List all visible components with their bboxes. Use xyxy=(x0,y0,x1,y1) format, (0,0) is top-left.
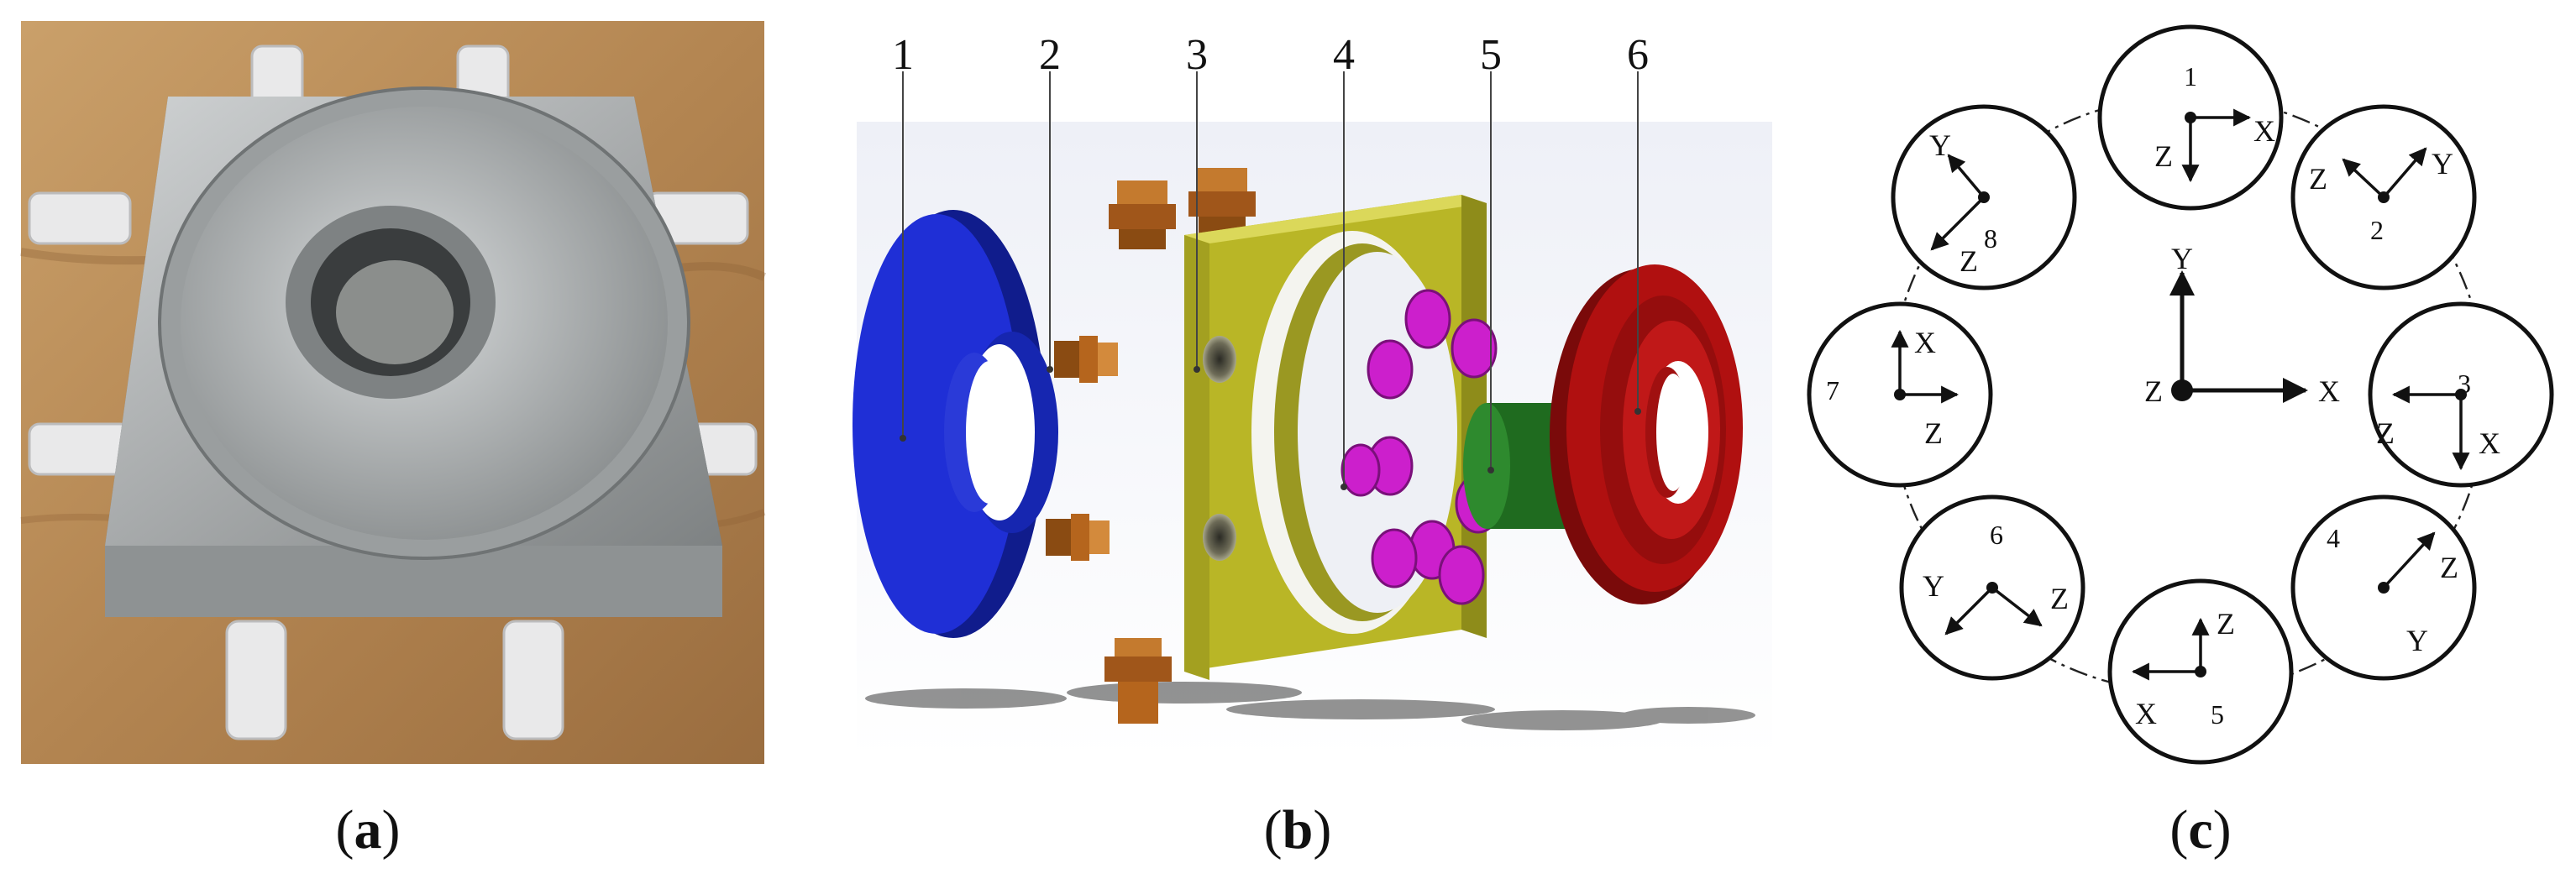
section-axis-arrow xyxy=(2342,158,2385,199)
section-6: Y Z 6 xyxy=(1899,494,2085,681)
center-x-label: X xyxy=(2318,374,2340,408)
section-axis-label: Z xyxy=(2440,551,2458,584)
section-axis-label: Y xyxy=(2432,147,2453,180)
section-origin-dot xyxy=(1894,389,1906,400)
caption-c: (c) xyxy=(2169,799,2231,860)
section-number: 4 xyxy=(2327,523,2340,553)
section-number: 8 xyxy=(1984,223,1997,254)
panel-a-photo xyxy=(20,21,767,764)
part-number-5: 5 xyxy=(1480,31,1502,79)
caption-a: (a) xyxy=(336,799,401,860)
section-axis-label: Z xyxy=(2309,162,2327,196)
panel-b-exploded-view: 1 2 3 4 5 6 xyxy=(853,31,1772,760)
leader-lines xyxy=(900,71,1641,490)
part-2-nozzles xyxy=(1046,168,1356,724)
part-number-2: 2 xyxy=(1039,31,1061,79)
section-8: Y Z8 xyxy=(1891,104,2077,290)
section-axis-arrow xyxy=(2382,147,2427,199)
part-number-4: 4 xyxy=(1333,31,1355,79)
caption-b: (b) xyxy=(1264,799,1332,860)
section-axis-label: Y xyxy=(1929,128,1951,162)
section-axis-label: X xyxy=(2479,426,2500,460)
section-axis-label: X xyxy=(1914,326,1936,359)
part-3-frame xyxy=(1184,195,1487,680)
section-origin-dot xyxy=(1978,191,1990,203)
section-7: X Z 7 xyxy=(1807,301,1993,488)
part-1-base-plate xyxy=(853,210,1058,638)
section-1: X Z 1 xyxy=(2097,24,2284,211)
section-axis-label: Z xyxy=(2217,607,2235,641)
center-z-label: Z xyxy=(2144,374,2163,408)
part-number-3: 3 xyxy=(1186,31,1208,79)
section-origin-dot xyxy=(2378,191,2390,203)
section-number: 7 xyxy=(1826,375,1839,405)
section-axis-label: Y xyxy=(1923,569,1944,603)
center-y-label: Y xyxy=(2171,242,2193,275)
section-number: 1 xyxy=(2184,61,2197,92)
section-origin-dot xyxy=(2185,112,2196,123)
section-axis-arrow xyxy=(1930,196,1986,251)
section-axis-label: Z xyxy=(2050,582,2069,615)
section-2: Z Y 2 xyxy=(2290,104,2477,290)
section-origin-dot xyxy=(2378,582,2390,594)
section-number: 3 xyxy=(2458,369,2471,399)
section-axis-label: Y xyxy=(2406,624,2428,657)
section-number: 5 xyxy=(2211,699,2224,730)
section-origin-dot xyxy=(1986,582,1998,594)
section-4: Z Y 4 xyxy=(2290,494,2477,681)
section-origin-dot xyxy=(2195,666,2206,677)
section-number: 6 xyxy=(1990,520,2003,550)
section-axis-arrow xyxy=(1947,154,1986,199)
section-origin-dot xyxy=(2455,389,2467,400)
section-axis-label: X xyxy=(2253,114,2275,148)
section-axis-label: X xyxy=(2135,697,2157,730)
section-axis-arrow xyxy=(2382,531,2436,589)
section-axis-arrow xyxy=(1991,586,2043,627)
section-number: 2 xyxy=(2370,215,2384,245)
section-axis-label: Z xyxy=(2376,416,2395,450)
section-5: X Z 5 xyxy=(2107,578,2294,765)
section-3: Z X3 xyxy=(2368,301,2554,488)
section-axis-label: Z xyxy=(1924,416,1943,450)
section-axis-label: Z xyxy=(2154,139,2173,173)
section-axis-label: Z xyxy=(1960,244,1978,278)
center-axes: Y X Z xyxy=(2144,242,2340,408)
section-axis-arrow xyxy=(1944,586,1994,636)
part-number-1: 1 xyxy=(892,31,914,79)
part-6-cover xyxy=(1550,264,1743,604)
part-number-6: 6 xyxy=(1627,31,1649,79)
